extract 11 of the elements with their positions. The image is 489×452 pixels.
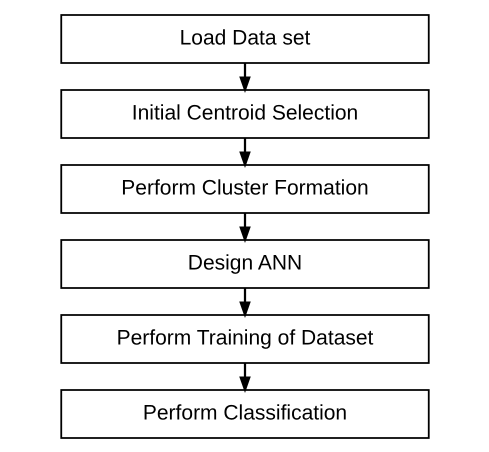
arrow xyxy=(238,362,250,393)
node-box: Perform Classification xyxy=(60,388,430,438)
arrow xyxy=(238,62,250,93)
node-box: Design ANN xyxy=(60,238,430,288)
arrow xyxy=(238,138,250,168)
node-box: Initial Centroid Selection xyxy=(60,88,430,138)
node-box: Perform Cluster Formation xyxy=(60,164,430,214)
arrow xyxy=(238,288,250,318)
node-box: Perform Training of Dataset xyxy=(60,314,430,364)
node-box: Load Data set xyxy=(60,14,430,64)
arrow xyxy=(238,212,250,243)
